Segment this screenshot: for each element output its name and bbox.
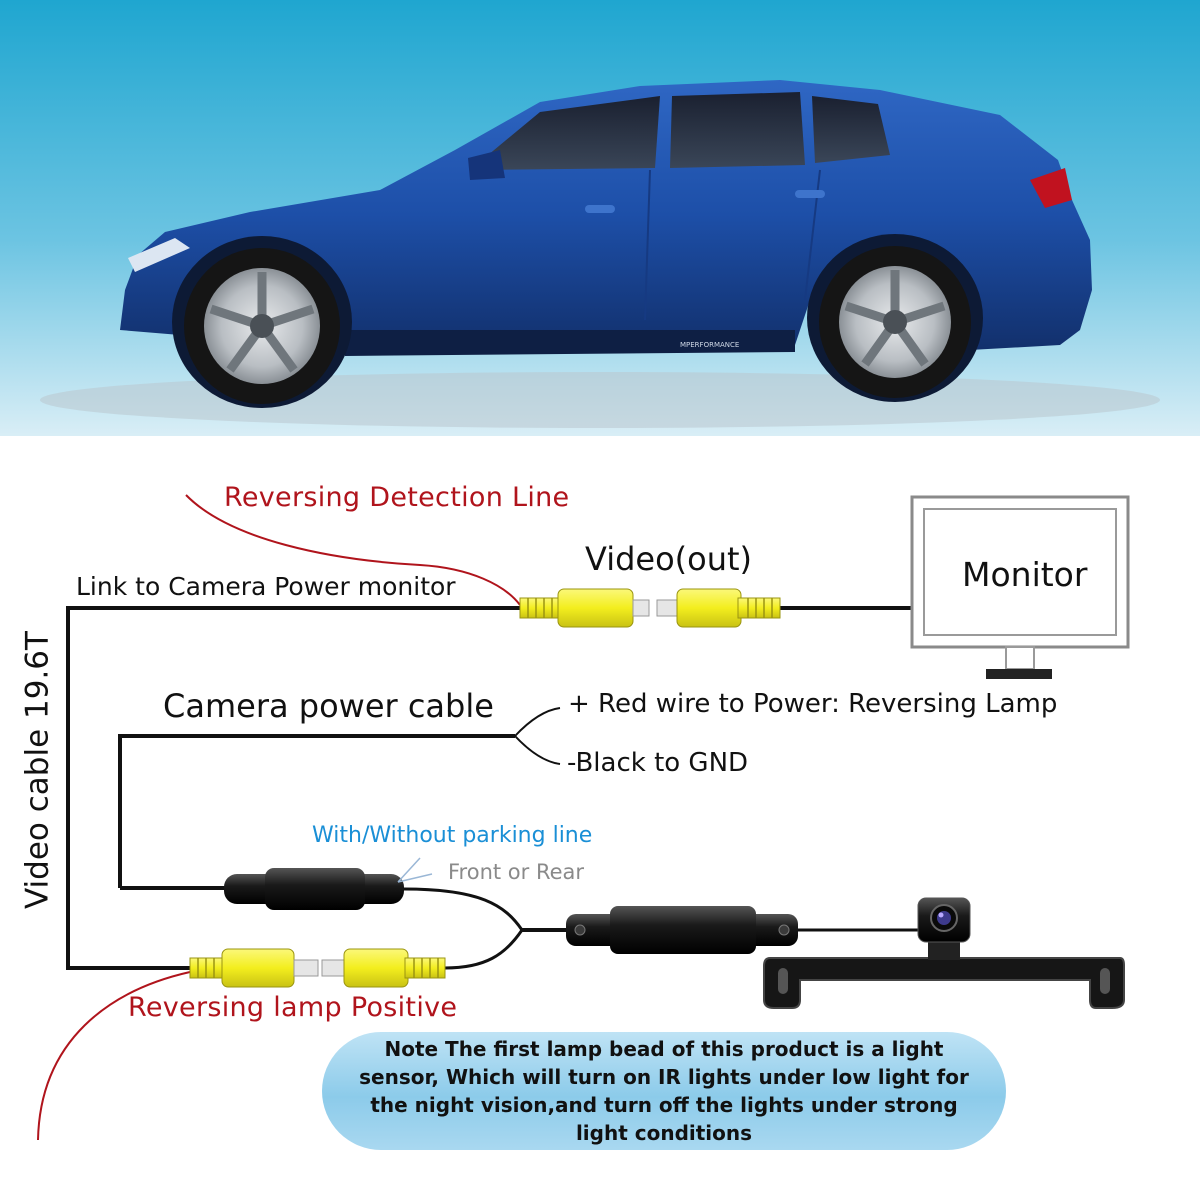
reversing-detection-line-label: Reversing Detection Line — [224, 482, 570, 513]
rca-connector-right-top — [656, 588, 781, 628]
monitor-graphic — [910, 495, 1130, 679]
car-rear-wheel — [819, 246, 971, 398]
red-wire-label: + Red wire to Power: Reversing Lamp — [568, 689, 1058, 719]
black-gnd-label: -Black to GND — [567, 748, 749, 778]
camera-power-cable-label: Camera power cable — [163, 687, 494, 725]
reversing-lamp-positive-curve — [37, 971, 191, 1141]
camera-head — [917, 897, 971, 943]
rca-connector-right-bottom — [321, 948, 446, 988]
rca-connector-left-top — [519, 588, 650, 628]
rca-connector-left-bottom — [189, 948, 319, 988]
video-cable-wire — [66, 606, 520, 970]
reversing-lamp-positive-label: Reversing lamp Positive — [128, 992, 458, 1023]
light-sensor-note: Note The first lamp bead of this product… — [322, 1032, 1006, 1150]
monitor-label: Monitor — [962, 555, 1088, 594]
video-out-label: Video(out) — [585, 540, 753, 578]
car-taillight — [1030, 168, 1072, 208]
parking-line-label: With/Without parking line — [312, 823, 593, 848]
reversing-detection-line-curve — [185, 494, 521, 606]
car-headlight — [128, 238, 190, 272]
parking-line-switch-box — [224, 868, 404, 910]
car-photo: MPERFORMANCE — [0, 0, 1200, 436]
front-rear-label: Front or Rear — [448, 860, 585, 884]
license-plate-bracket — [763, 936, 1125, 1009]
car-mirror — [468, 150, 505, 180]
power-split-red — [514, 707, 561, 737]
camera-led-bar — [566, 906, 798, 954]
car-front-wheel — [184, 248, 340, 404]
car-window-rear — [670, 92, 805, 168]
power-split-black — [514, 735, 561, 765]
svg-text:MPERFORMANCE: MPERFORMANCE — [680, 341, 739, 349]
note-text: Note The first lamp bead of this product… — [359, 1037, 969, 1145]
camera-power-cable-wire — [118, 734, 515, 888]
video-cable-label: Video cable 19.6T — [19, 631, 56, 909]
link-to-camera-label: Link to Camera Power monitor — [76, 572, 456, 601]
car-window-front — [470, 96, 660, 170]
